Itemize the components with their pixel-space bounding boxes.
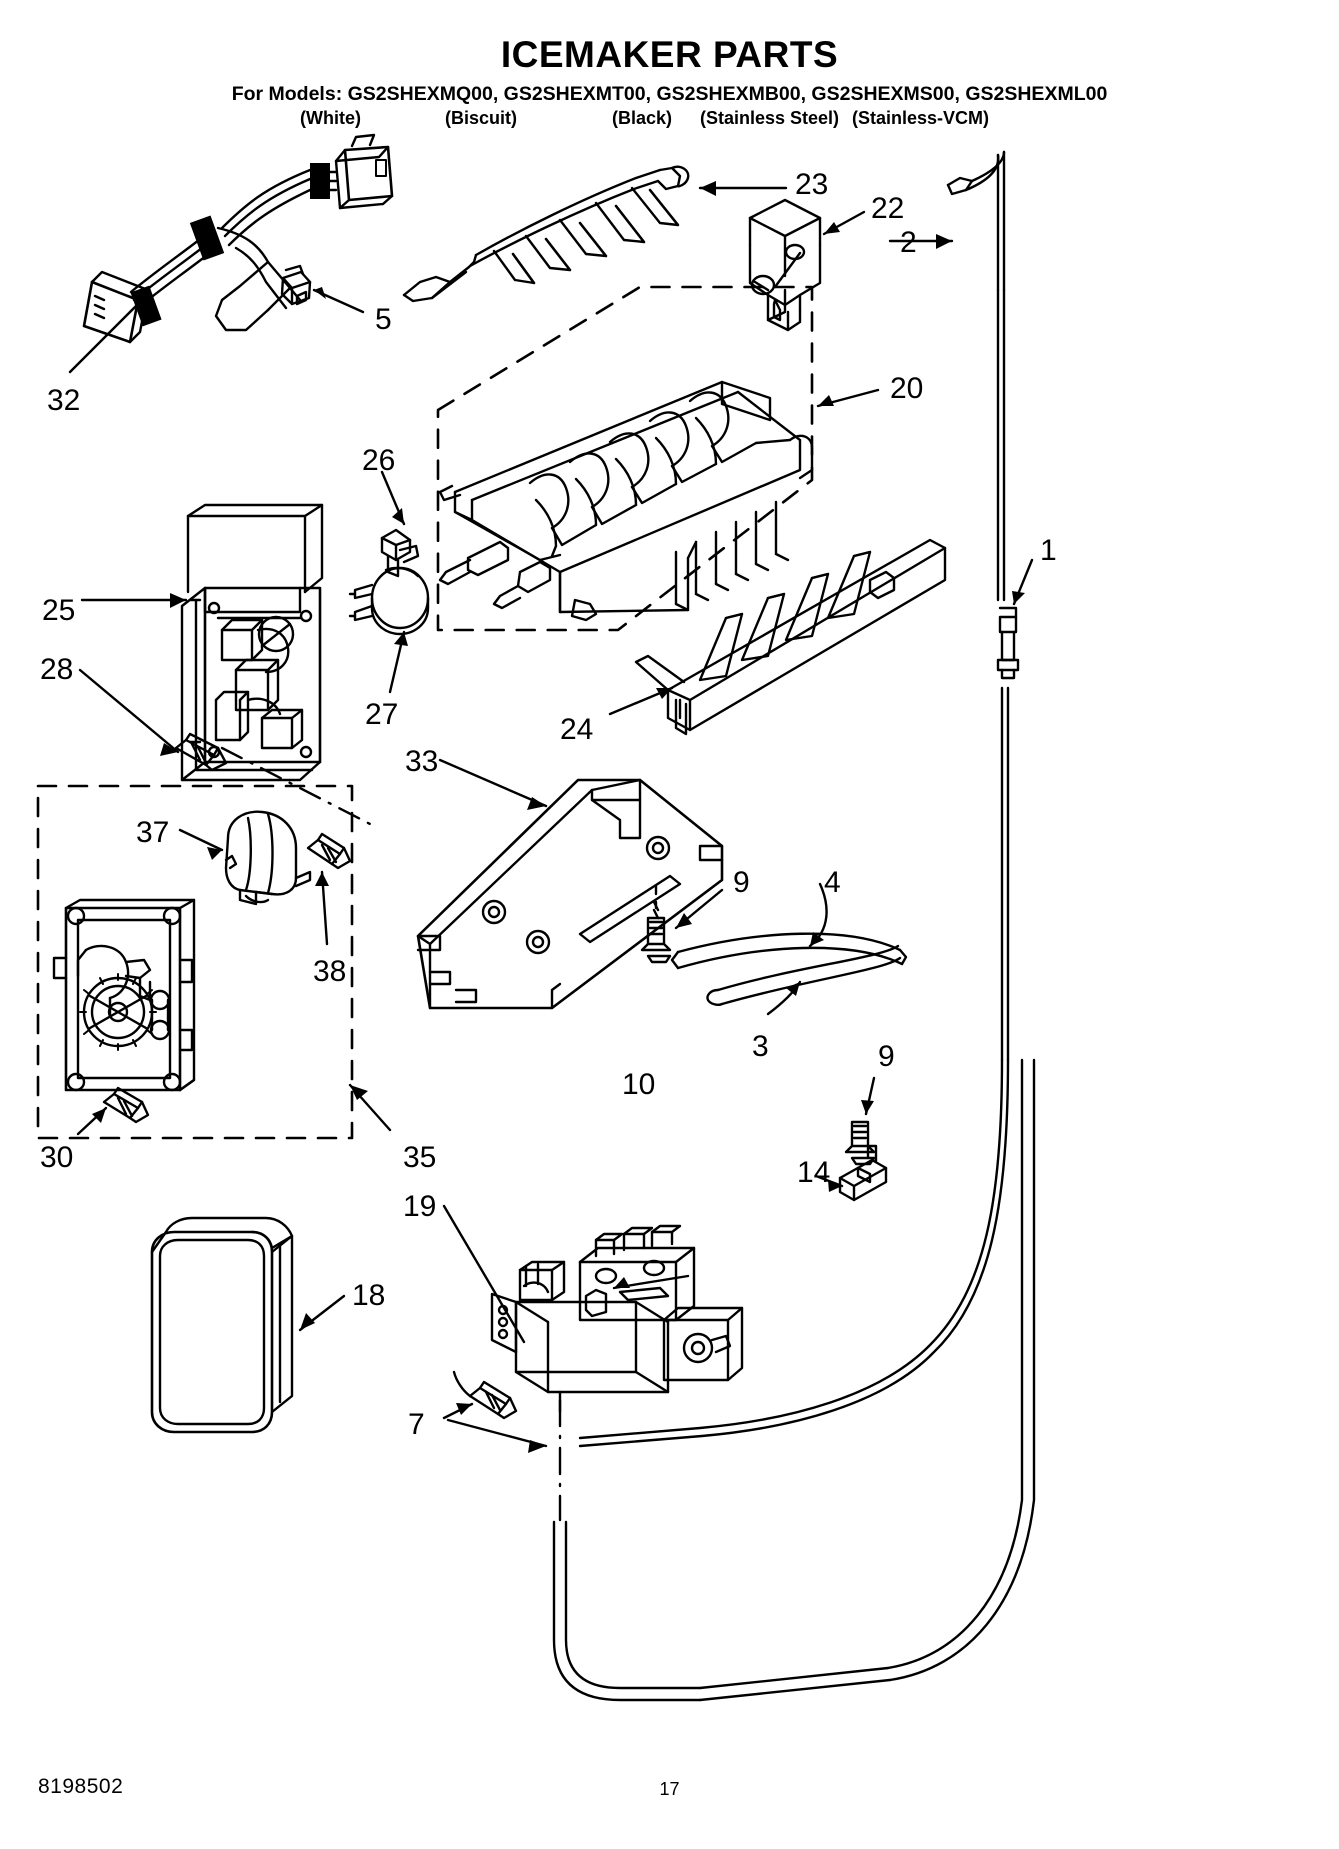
screw-9b-graphic [844, 1120, 876, 1166]
wire-harness-graphic [82, 133, 394, 344]
callout-26: 26 [362, 444, 396, 477]
leader-32 [68, 290, 152, 374]
leader-33 [438, 758, 548, 808]
callout-7: 7 [408, 1408, 425, 1441]
callout-32: 32 [47, 384, 81, 417]
callout-14: 14 [797, 1156, 831, 1189]
leader-35-dashdot [442, 1204, 526, 1344]
callout-23: 23 [795, 168, 829, 201]
hoses-graphic [670, 932, 908, 1006]
leader-28 [78, 668, 180, 754]
motor-coupler-27-graphic [348, 566, 430, 636]
callout-20: 20 [890, 372, 924, 405]
callout-2: 2 [900, 226, 917, 259]
screw-9a-graphic [640, 900, 672, 964]
tube-clamp-14-graphic [838, 1144, 888, 1202]
models-line: For Models: GS2SHEXMQ00, GS2SHEXMT00, GS… [231, 83, 1108, 105]
insulation-block-18-graphic [150, 1216, 294, 1434]
stripper-rail-graphic [634, 538, 947, 736]
callout-10: 10 [622, 1068, 656, 1101]
motor-screw-38-graphic [306, 832, 352, 870]
footer-page-number: 17 [659, 1779, 680, 1799]
module-screw-28-graphic [174, 732, 228, 772]
leader-37 [178, 828, 224, 852]
callout-33: 33 [405, 745, 439, 778]
thermostat-clip-26-graphic [380, 528, 420, 578]
ice-mold-graphic [438, 380, 814, 622]
color-variant-black: (Black) [612, 108, 673, 129]
mounting-bracket-33-graphic [416, 778, 724, 1010]
callout-19: 19 [403, 1190, 437, 1223]
color-variant-biscuit: (Biscuit) [445, 108, 517, 129]
color-variants-row: (White) (Biscuit) (Black) (Stainless Ste… [0, 108, 1339, 134]
callout-27: 27 [365, 698, 399, 731]
switch-assembly-10-graphic [490, 1224, 744, 1414]
bracket-screw-30-graphic [102, 1086, 150, 1124]
callout-9-upper: 9 [733, 866, 750, 899]
diagram-header: ICEMAKER PARTS For Models: GS2SHEXMQ00, … [0, 0, 1339, 134]
color-variant-stainless-vcm: (Stainless-VCM) [852, 108, 990, 129]
callout-35: 35 [403, 1141, 437, 1174]
callout-24: 24 [560, 713, 594, 746]
fitting-1-graphic [578, 606, 1020, 1448]
callout-3: 3 [752, 1030, 769, 1063]
callout-1: 1 [1040, 534, 1057, 567]
callout-37: 37 [136, 816, 170, 849]
water-line-7-graphic [552, 1058, 1036, 1702]
callout-18: 18 [352, 1279, 386, 1312]
callout-28: 28 [40, 653, 74, 686]
color-variant-white: (White) [300, 108, 361, 129]
callout-38: 38 [313, 955, 347, 988]
motor-37-graphic [224, 810, 312, 906]
control-module-graphic [180, 503, 324, 782]
callout-4: 4 [824, 866, 841, 899]
alignment-line-module [220, 746, 372, 826]
ice-chute-graphic [748, 198, 822, 332]
gear-housing-graphic [52, 898, 196, 1092]
fill-tube-graphic [946, 150, 1006, 602]
footer-part-number: 8198502 [38, 1775, 124, 1798]
callout-30: 30 [40, 1141, 74, 1174]
mold-group-dashed-box [436, 285, 814, 632]
color-variant-stainless-steel: (Stainless Steel) [700, 108, 840, 129]
ejector-blade-graphic [402, 165, 690, 303]
callout-25: 25 [42, 594, 76, 627]
motor-group-dashed-box [36, 784, 354, 1140]
switch-screw-19-graphic [452, 1370, 518, 1420]
leader-7 [446, 1418, 548, 1448]
callout-22: 22 [871, 192, 905, 225]
clip-5-graphic [280, 264, 312, 306]
callout-9-lower: 9 [878, 1040, 895, 1073]
callout-5: 5 [375, 303, 392, 336]
page-title: ICEMAKER PARTS [500, 34, 839, 75]
